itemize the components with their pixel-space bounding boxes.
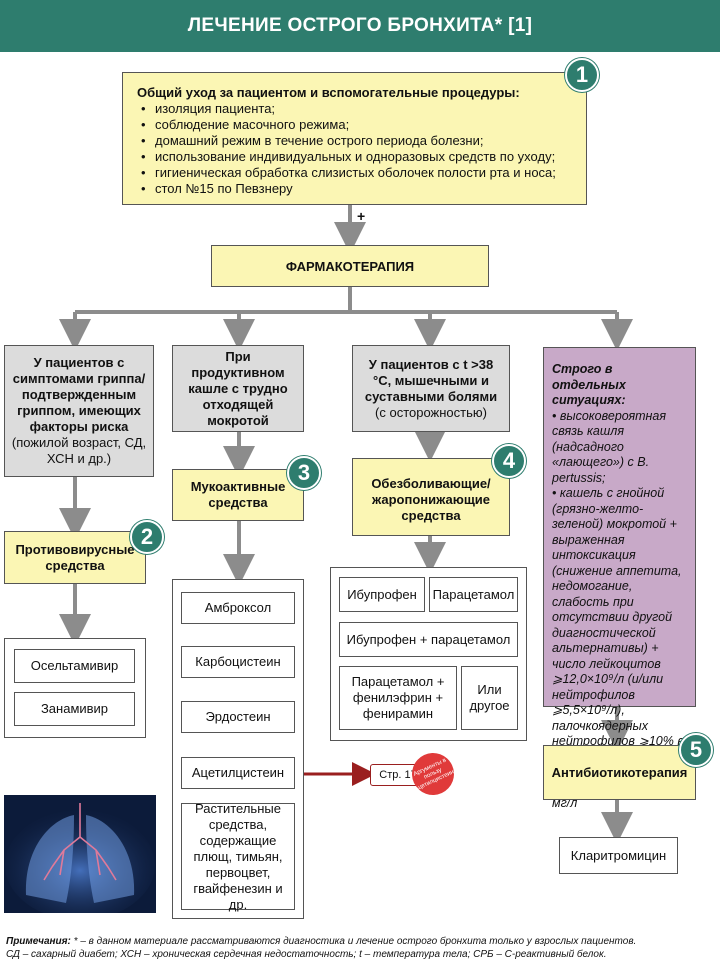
lungs-illustration bbox=[4, 795, 156, 913]
plus-sign: + bbox=[357, 208, 366, 224]
list-item: гигиеническая обработка слизистых оболоч… bbox=[141, 165, 572, 181]
drug-item-herbal: Растительные средства, содержащие плющ, … bbox=[181, 801, 295, 912]
drug-item-other: Или другое bbox=[461, 666, 518, 730]
list-item: соблюдение масочного режима; bbox=[141, 117, 572, 133]
general-care-list: изоляция пациента; соблюдение масочного … bbox=[137, 101, 572, 197]
list-item: изоляция пациента; bbox=[141, 101, 572, 117]
fever-pain-text: У пациентов с t >38 °С, мышечными и суст… bbox=[364, 356, 498, 404]
flu-risk-group-text: У пациентов с симптомами гриппа/ подтвер… bbox=[12, 355, 146, 434]
step-badge-4: 4 bbox=[492, 444, 526, 478]
fever-pain-box: У пациентов с t >38 °С, мышечными и суст… bbox=[352, 345, 510, 432]
drug-item-paracetamol: Парацетамол bbox=[429, 577, 518, 612]
notes-label: Примечания: bbox=[6, 936, 71, 947]
step-badge-3: 3 bbox=[287, 456, 321, 490]
flu-risk-group-note: (пожилой возраст, СД, ХСН и др.) bbox=[11, 435, 147, 466]
notes-line-2: СД – сахарный диабет; ХСН – хроническая … bbox=[6, 949, 607, 960]
notes-line-1: * – в данном материале рассматриваются д… bbox=[70, 936, 637, 947]
footnotes: Примечания: * – в данном материале рассм… bbox=[6, 935, 716, 961]
pharmacotherapy-box: ФАРМАКОТЕРАПИЯ bbox=[211, 245, 489, 287]
list-item: • высоковероятная связь кашля (надсадног… bbox=[552, 408, 667, 485]
flu-risk-group-box: У пациентов с симптомами гриппа/ подтвер… bbox=[4, 345, 154, 477]
list-item: стол №15 по Певзнеру bbox=[141, 181, 572, 197]
drug-item-acetylcysteine: Ацетилцистеин bbox=[181, 757, 295, 789]
antiviral-box: Противовирусные средства bbox=[4, 531, 146, 584]
fever-pain-note: (с осторожностью) bbox=[375, 404, 487, 420]
list-item: домашний режим в течение острого периода… bbox=[141, 133, 572, 149]
step-badge-5: 5 bbox=[679, 733, 713, 767]
analgesic-box: Обезболивающие/ жаропонижающие средства bbox=[352, 458, 510, 536]
step-badge-2: 2 bbox=[130, 520, 164, 554]
special-situations-heading: Строго в отдельных ситуациях: bbox=[552, 362, 626, 407]
general-care-box: Общий уход за пациентом и вспомогательны… bbox=[122, 72, 587, 205]
drug-item-zanamivir: Занамивир bbox=[14, 692, 135, 726]
drug-item-ambroxol: Амброксол bbox=[181, 592, 295, 624]
antibiotic-box: Антибиотикотерапия bbox=[543, 745, 696, 800]
general-care-heading: Общий уход за пациентом и вспомогательны… bbox=[137, 85, 520, 100]
list-item: использование индивидуальных и одноразов… bbox=[141, 149, 572, 165]
drug-item-oseltamivir: Осельтамивир bbox=[14, 649, 135, 683]
drug-item-erdosteine: Эрдостеин bbox=[181, 701, 295, 733]
page-title: ЛЕЧЕНИЕ ОСТРОГО БРОНХИТА* [1] bbox=[0, 0, 720, 52]
drug-item-clarithromycin: Кларитромицин bbox=[559, 837, 678, 874]
drug-item-carbocisteine: Карбоцистеин bbox=[181, 646, 295, 678]
mucoactive-box: Мукоактивные средства bbox=[172, 469, 304, 521]
productive-cough-box: При продуктивном кашле с трудно отходяще… bbox=[172, 345, 304, 432]
special-situations-box: Строго в отдельных ситуациях: • высокове… bbox=[543, 347, 696, 810]
step-badge-1: 1 bbox=[565, 58, 599, 92]
drug-item-ibuprofen: Ибупрофен bbox=[339, 577, 425, 612]
drug-item-combination: Парацетамол + фенилэфрин + фенирамин bbox=[339, 666, 457, 730]
drug-item-ibuprofen-paracetamol: Ибупрофен + парацетамол bbox=[339, 622, 518, 657]
